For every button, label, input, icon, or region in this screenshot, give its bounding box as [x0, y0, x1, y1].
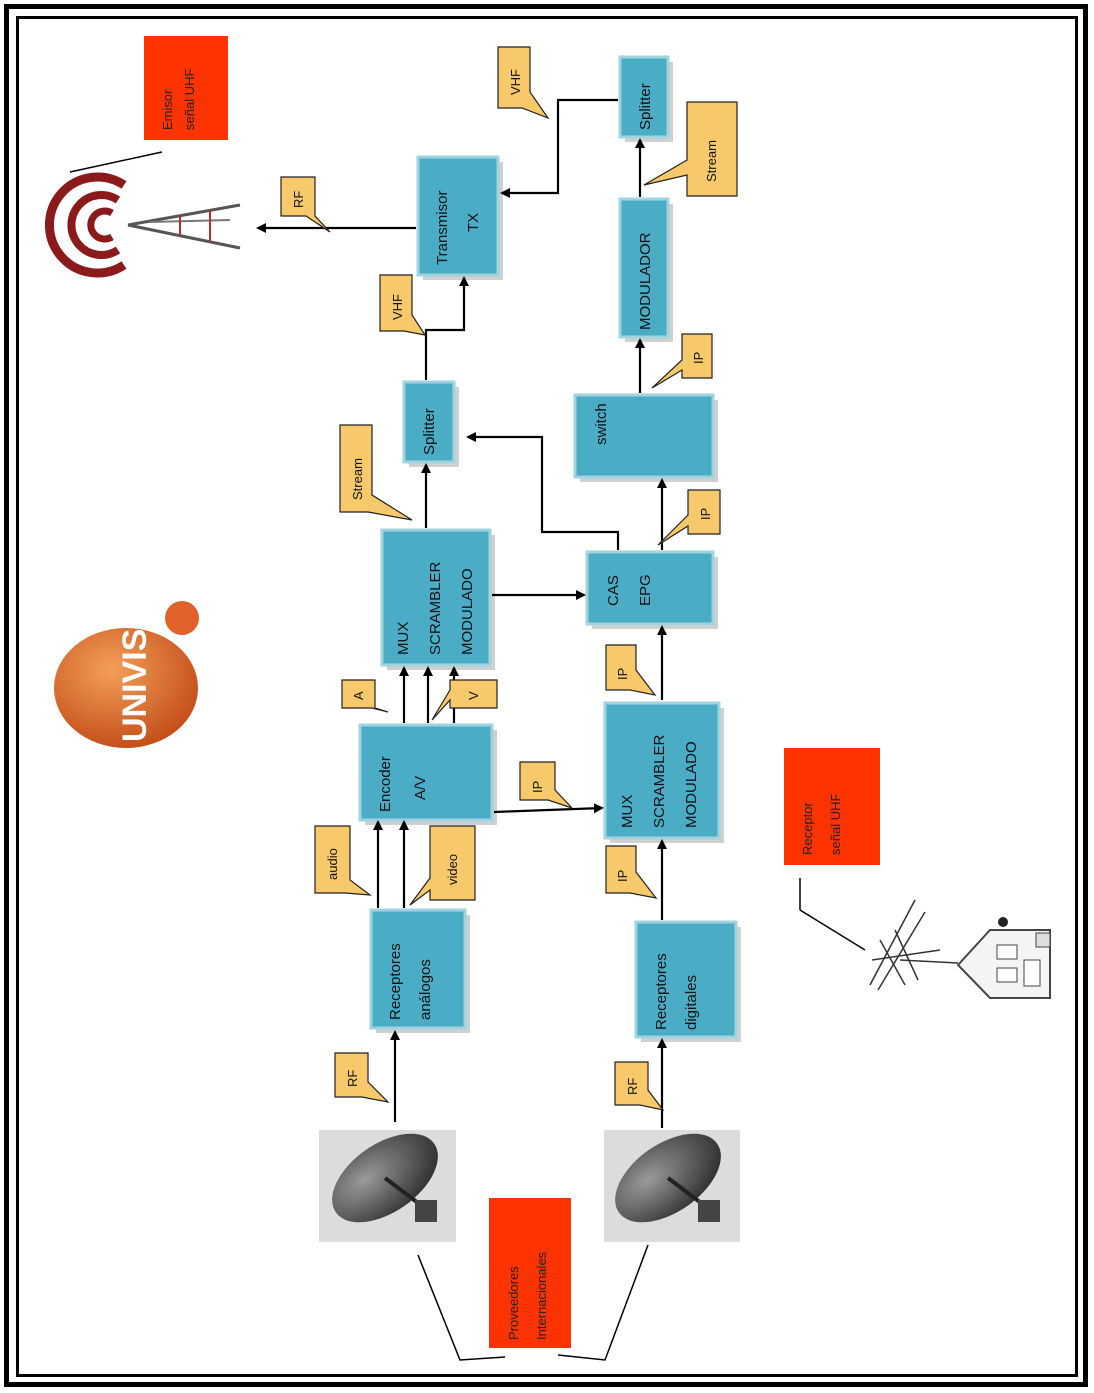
svg-text:video: video — [445, 854, 460, 885]
svg-text:señal UHF: señal UHF — [828, 794, 843, 855]
svg-text:VHF: VHF — [508, 69, 523, 95]
svg-text:MODULADO: MODULADO — [459, 568, 476, 655]
callout-audio: audio — [314, 825, 373, 896]
svg-text:EPG: EPG — [637, 574, 654, 606]
switch-box: switch — [573, 393, 718, 482]
svg-text:MUX: MUX — [395, 622, 412, 655]
callout-ip-switch-top: IP — [651, 333, 713, 389]
svg-text:Receptores: Receptores — [653, 953, 670, 1030]
receptores-digitales-box: Receptores digitales — [634, 920, 741, 1042]
svg-text:Receptor: Receptor — [800, 802, 815, 855]
svg-text:RF: RF — [625, 1078, 640, 1095]
callout-ip-switch-bottom: IP — [657, 489, 721, 546]
svg-text:análogos: análogos — [417, 959, 434, 1020]
univisa-logo: UNIVISA — [54, 601, 199, 748]
callout-ip-encoder: IP — [519, 761, 573, 809]
receptor-label: Receptor señal UHF — [784, 748, 880, 865]
callout-stream-right: Stream — [643, 101, 738, 197]
callout-rf-digital: RF — [614, 1061, 665, 1111]
edge-splitter-transmisor — [424, 276, 469, 380]
svg-text:TX: TX — [465, 213, 482, 232]
svg-text:switch: switch — [593, 403, 610, 445]
transmisor-box: Transmisor TX — [416, 155, 503, 280]
proveedores-label: Proveedores Internacionales — [489, 1198, 571, 1348]
mux-top-box: MUX SCRAMBLER MODULADO — [380, 528, 495, 670]
svg-text:IP: IP — [691, 352, 706, 364]
svg-text:Stream: Stream — [704, 140, 719, 182]
callout-ip-cas: IP — [605, 644, 657, 696]
svg-text:RF: RF — [345, 1070, 360, 1087]
svg-text:Splitter: Splitter — [421, 408, 438, 455]
callout-stream-top: Stream — [339, 424, 413, 521]
svg-text:A: A — [351, 691, 366, 700]
svg-text:UNIVISA: UNIVISA — [116, 604, 154, 742]
splitter-bottom-box: Splitter — [618, 55, 673, 142]
svg-text:IP: IP — [530, 781, 545, 793]
callout-a: A — [341, 679, 389, 713]
svg-text:A/V: A/V — [412, 776, 429, 800]
proveedores-leader — [557, 1244, 649, 1361]
svg-text:MODULADOR: MODULADOR — [637, 232, 654, 330]
svg-text:IP: IP — [698, 508, 713, 520]
edge-cas-splitter-top — [466, 432, 620, 550]
inner-frame — [16, 16, 1078, 1377]
svg-text:Emisor: Emisor — [160, 89, 175, 130]
svg-text:audio: audio — [325, 848, 340, 880]
splitter-top-box: Splitter — [402, 380, 459, 467]
svg-text:IP: IP — [615, 668, 630, 680]
svg-text:VHF: VHF — [390, 294, 405, 320]
svg-text:Stream: Stream — [350, 458, 365, 500]
receptores-analogos-box: Receptores análogos — [369, 908, 470, 1033]
callout-vhf-right: VHF — [497, 46, 550, 120]
svg-text:SCRAMBLER: SCRAMBLER — [427, 561, 444, 655]
svg-text:CAS: CAS — [605, 575, 622, 606]
svg-text:SCRAMBLER: SCRAMBLER — [651, 734, 668, 828]
emisor-label: Emisor señal UHF — [144, 36, 228, 140]
proveedores-leader — [417, 1254, 506, 1361]
svg-text:MUX: MUX — [619, 795, 636, 828]
svg-text:V: V — [466, 691, 481, 700]
receptor-leader — [799, 909, 866, 951]
satellite-dish-icon — [604, 1130, 740, 1242]
encoder-box: Encoder A/V — [358, 723, 497, 825]
satellite-dish-icon — [319, 1130, 456, 1242]
callout-rf-analog: RF — [334, 1052, 390, 1103]
svg-text:IP: IP — [615, 870, 630, 882]
svg-text:Splitter: Splitter — [637, 83, 654, 130]
cas-epg-box: CAS EPG — [585, 550, 718, 629]
house-antenna-icon — [869, 899, 1051, 999]
edge-splitter-transmisor-bottom — [500, 98, 618, 198]
outer-frame — [4, 4, 1088, 1387]
svg-text:Receptores: Receptores — [387, 943, 404, 1020]
svg-text:digitales: digitales — [683, 975, 700, 1030]
modulador-box: MODULADOR — [618, 197, 673, 342]
callout-vhf-top: VHF — [379, 274, 427, 336]
edge-encoder-mux-bottom — [493, 803, 604, 814]
svg-text:Proveedores: Proveedores — [506, 1266, 521, 1340]
svg-text:Transmisor: Transmisor — [434, 191, 451, 265]
svg-text:señal UHF: señal UHF — [182, 69, 197, 130]
callout-video: video — [409, 825, 476, 906]
mux-bottom-box: MUX SCRAMBLER MODULADO — [603, 701, 724, 843]
broadcast-tower-icon — [44, 172, 241, 278]
svg-text:Encoder: Encoder — [377, 756, 394, 812]
callout-ip-mux-bottom: IP — [605, 845, 658, 899]
callout-v: V — [431, 679, 498, 721]
svg-text:RF: RF — [291, 191, 306, 208]
svg-text:Internacionales: Internacionales — [534, 1251, 549, 1340]
emisor-leader — [69, 151, 163, 173]
svg-text:MODULADO: MODULADO — [683, 741, 700, 828]
callout-rf-tx: RF — [280, 176, 331, 233]
